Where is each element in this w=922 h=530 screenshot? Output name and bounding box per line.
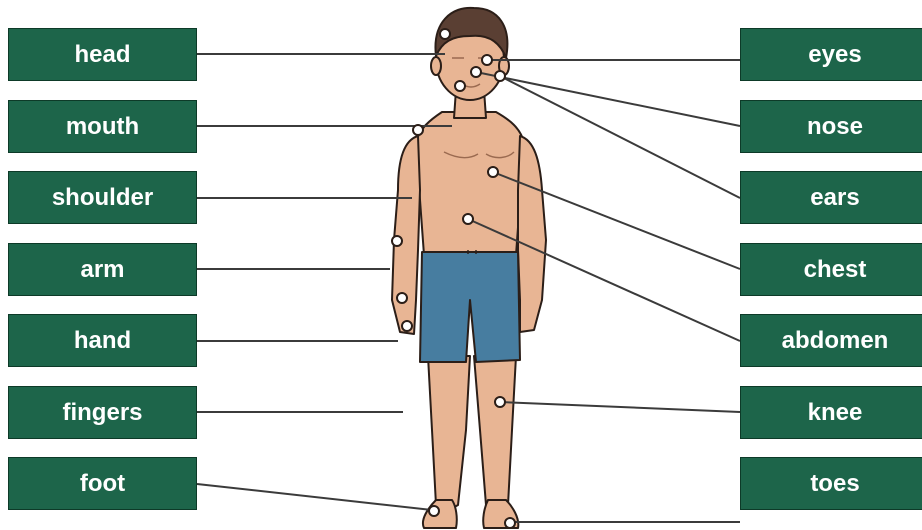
label-shoulder[interactable]: shoulder xyxy=(8,171,197,224)
label-knee[interactable]: knee xyxy=(740,386,922,439)
shorts xyxy=(420,252,520,362)
right-arm xyxy=(518,136,546,332)
label-mouth[interactable]: mouth xyxy=(8,100,197,153)
label-eyes[interactable]: eyes xyxy=(740,28,922,81)
left-foot xyxy=(423,500,457,528)
label-hand[interactable]: hand xyxy=(8,314,197,367)
label-chest[interactable]: chest xyxy=(740,243,922,296)
label-fingers[interactable]: fingers xyxy=(8,386,197,439)
label-abdomen[interactable]: abdomen xyxy=(740,314,922,367)
right-leg xyxy=(474,356,516,514)
label-ears[interactable]: ears xyxy=(740,171,922,224)
label-foot[interactable]: foot xyxy=(8,457,197,510)
boy-figure xyxy=(392,8,546,528)
left-leg xyxy=(428,356,470,512)
label-nose[interactable]: nose xyxy=(740,100,922,153)
left-arm xyxy=(392,136,420,334)
label-arm[interactable]: arm xyxy=(8,243,197,296)
label-toes[interactable]: toes xyxy=(740,457,922,510)
left-ear xyxy=(431,57,441,75)
torso xyxy=(416,112,524,255)
label-head[interactable]: head xyxy=(8,28,197,81)
